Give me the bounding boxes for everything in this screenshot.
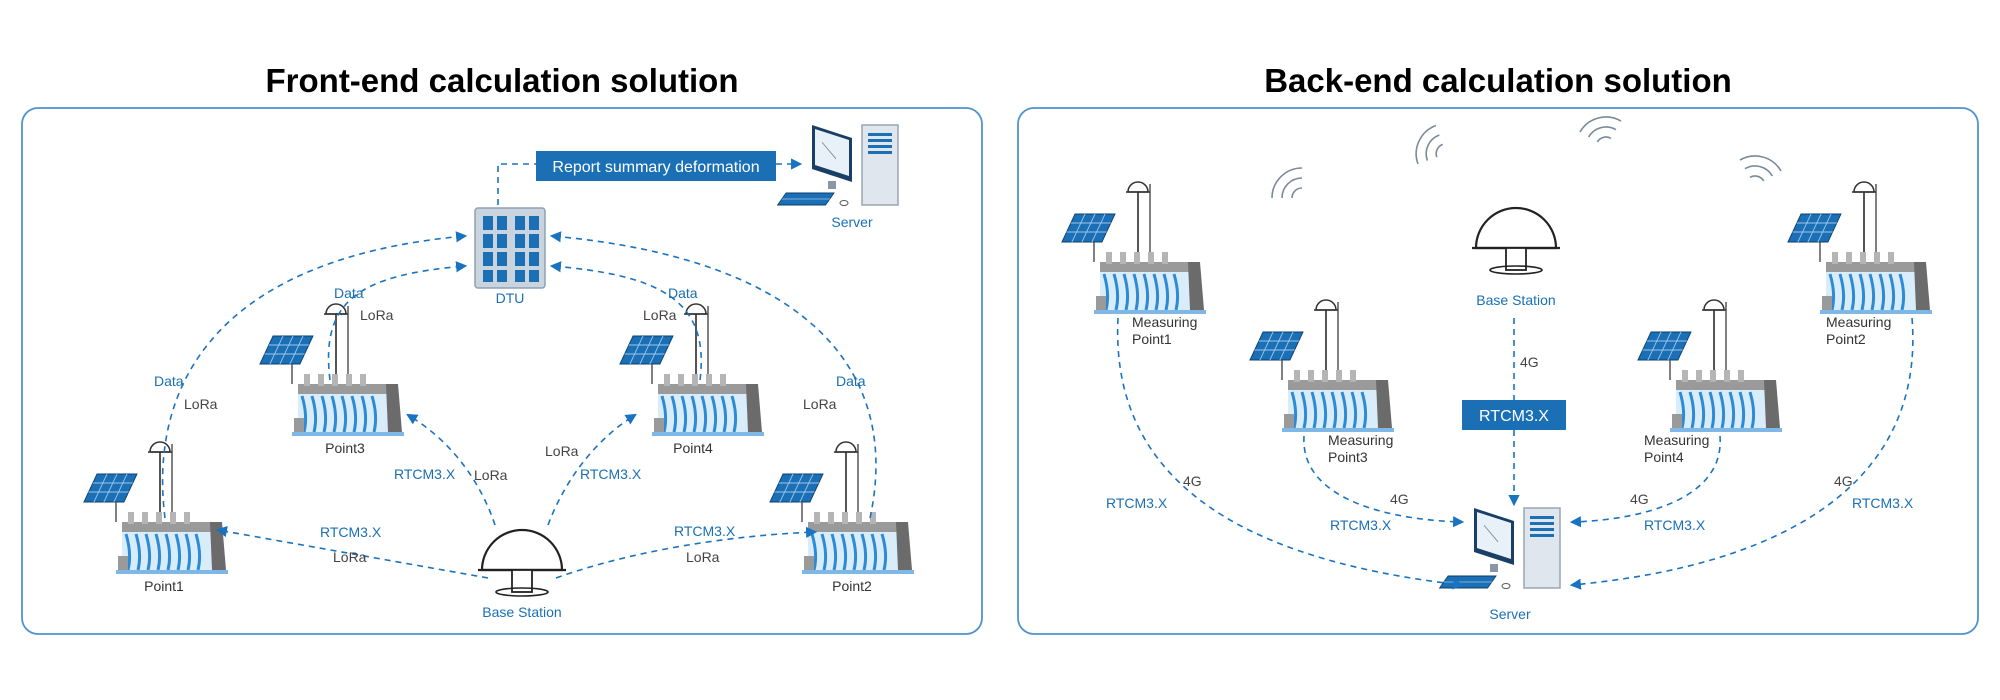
- g4-label-mp4: 4G: [1630, 491, 1649, 507]
- front-end-panel: Front-end calculation solution Server Re…: [21, 62, 983, 635]
- rtcm-label-mp4: RTCM3.X: [1644, 517, 1706, 533]
- point1-dam-icon: [82, 440, 230, 576]
- report-summary-box: [536, 151, 776, 181]
- rtcm-label-mp3: RTCM3.X: [1330, 517, 1392, 533]
- base-station-dome-icon-right: [1470, 206, 1562, 276]
- point4-dam-icon: [618, 302, 766, 438]
- point3-dam-icon: [258, 302, 406, 438]
- server-label: Server: [831, 214, 873, 230]
- mp4-line2: Point4: [1644, 449, 1684, 465]
- rtcm-box: [1462, 400, 1566, 430]
- mp2-line2: Point2: [1826, 331, 1866, 347]
- lora-label-base-p3: LoRa: [474, 467, 508, 483]
- g4-label-mp3: 4G: [1390, 491, 1409, 507]
- point1-label: Point1: [144, 578, 184, 594]
- mp1-to-server-arrow: [1116, 317, 1465, 590]
- measuring-point4-dam-icon: [1636, 298, 1784, 434]
- base-to-point1-arrow: [215, 526, 489, 579]
- rtcm-label-p3: RTCM3.X: [394, 466, 456, 482]
- base-station-label-right: Base Station: [1476, 292, 1555, 308]
- back-end-title: Back-end calculation solution: [1264, 62, 1732, 99]
- mp4-line1: Measuring: [1644, 432, 1709, 448]
- base-to-point2-arrow: [555, 526, 818, 579]
- base-to-point4-arrow: [547, 413, 637, 526]
- g4-label-mp1: 4G: [1183, 473, 1202, 489]
- rtcm-label-p1: RTCM3.X: [320, 524, 382, 540]
- data-label-p2: Data: [836, 373, 866, 389]
- base-station-label: Base Station: [482, 604, 561, 620]
- point2-label: Point2: [832, 578, 872, 594]
- data-label-p1: Data: [154, 373, 184, 389]
- measuring-point3-dam-icon: [1248, 298, 1396, 434]
- mp1-line2: Point1: [1132, 331, 1172, 347]
- point2-dam-icon: [768, 440, 916, 576]
- lora-label-base-p2: LoRa: [686, 549, 720, 565]
- lora-label-p2: LoRa: [803, 396, 837, 412]
- mp3-line2: Point3: [1328, 449, 1368, 465]
- back-end-panel: Back-end calculation solution Base Stati…: [1017, 62, 1979, 635]
- mp1-line1: Measuring: [1132, 314, 1197, 330]
- point1-to-dtu-arrow: [161, 231, 468, 519]
- rtcm-label-p2: RTCM3.X: [674, 523, 736, 539]
- g4-label-base: 4G: [1520, 354, 1539, 370]
- measuring-point2-dam-icon: [1786, 180, 1934, 316]
- point3-to-dtu-arrow: [327, 261, 468, 381]
- dtu-icon: [474, 207, 546, 289]
- data-label-p4: Data: [668, 285, 698, 301]
- mp4-to-server-arrow: [1569, 435, 1721, 528]
- point3-label: Point3: [325, 440, 365, 456]
- point4-to-dtu-arrow: [549, 261, 702, 381]
- lora-label-p1: LoRa: [184, 396, 218, 412]
- signal-icon-2: [1406, 124, 1447, 165]
- mp3-line1: Measuring: [1328, 432, 1393, 448]
- lora-label-p3: LoRa: [360, 307, 394, 323]
- server-icon-right: [1438, 507, 1561, 590]
- back-end-frame: [1017, 107, 1979, 635]
- rtcm-label-mp1: RTCM3.X: [1106, 495, 1168, 511]
- dtu-label: DTU: [496, 290, 525, 306]
- front-end-frame: [21, 107, 983, 635]
- data-label-p3: Data: [334, 285, 364, 301]
- server-icon: [776, 124, 899, 207]
- lora-label-p4: LoRa: [643, 307, 677, 323]
- lora-label-base-p4: LoRa: [545, 443, 579, 459]
- base-station-dome-icon: [476, 528, 568, 598]
- point4-label: Point4: [673, 440, 713, 456]
- g4-label-mp2: 4G: [1834, 473, 1853, 489]
- lora-label-base-p1: LoRa: [333, 549, 367, 565]
- signal-icon-4: [1739, 144, 1782, 187]
- measuring-point1-dam-icon: [1060, 180, 1208, 316]
- point2-to-dtu-arrow: [549, 231, 877, 519]
- rtcm-label-mp2: RTCM3.X: [1852, 495, 1914, 511]
- report-summary-label: Report summary deformation: [552, 159, 759, 176]
- mp3-to-server-arrow: [1303, 435, 1465, 528]
- mp2-line1: Measuring: [1826, 314, 1891, 330]
- rtcm-label-p4: RTCM3.X: [580, 466, 642, 482]
- front-end-title: Front-end calculation solution: [266, 62, 739, 99]
- dtu-to-report-arrow: [497, 163, 536, 205]
- rtcm-box-label: RTCM3.X: [1479, 408, 1549, 425]
- base-to-point3-arrow: [406, 413, 496, 526]
- server-label-right: Server: [1489, 606, 1531, 622]
- mp2-to-server-arrow: [1569, 317, 1914, 590]
- signal-icon-3: [1579, 105, 1622, 148]
- signal-icon-1: [1271, 167, 1303, 199]
